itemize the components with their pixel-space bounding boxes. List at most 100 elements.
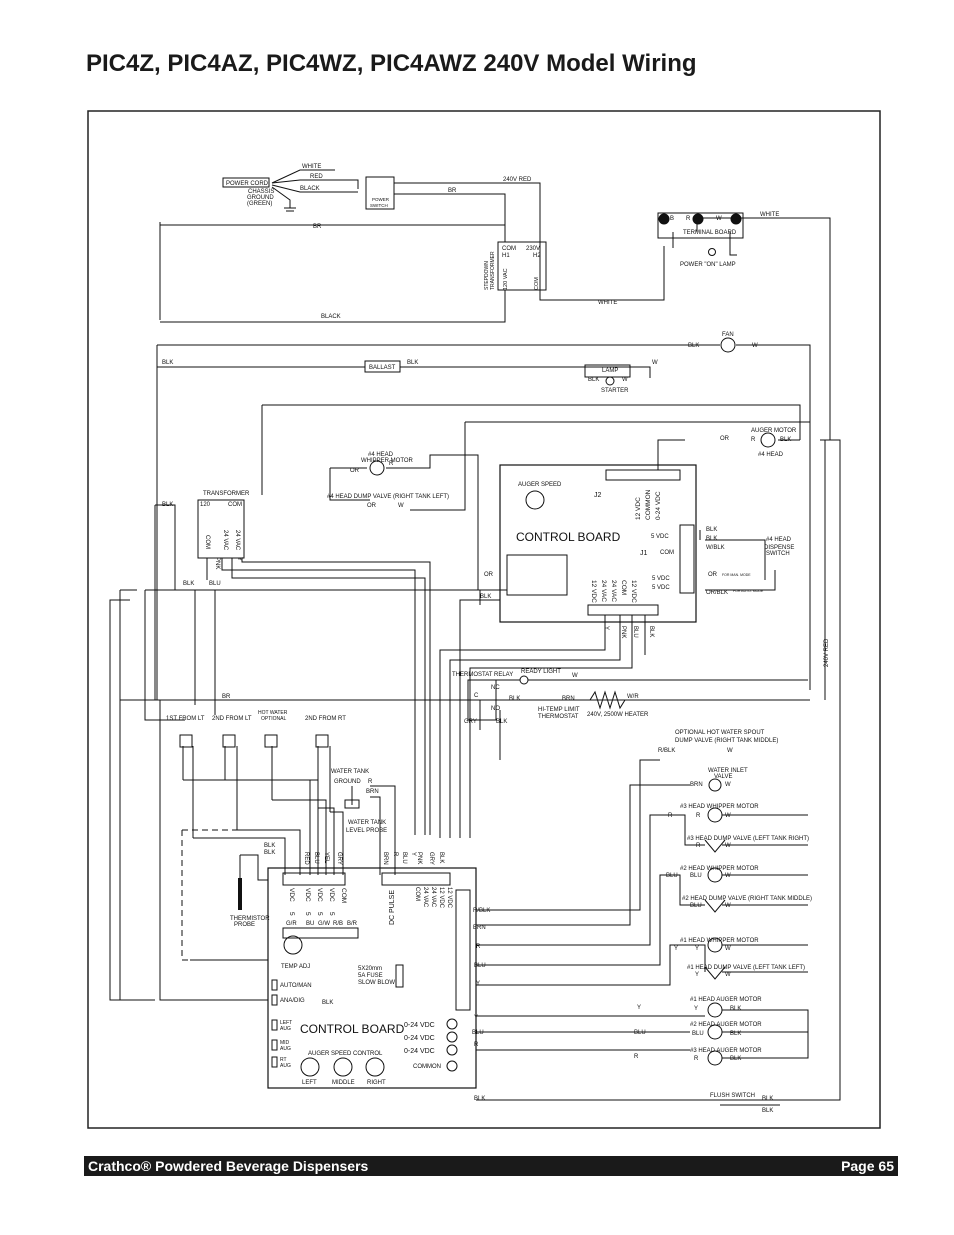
label-blu-h2w: BLU [666, 873, 678, 879]
label-blu-lo: BLU [313, 852, 319, 864]
auger-motor-4-icon [760, 432, 776, 448]
right-speed-knob [365, 1057, 385, 1077]
label-rt-aug: RT [280, 1057, 287, 1063]
label-ground: GROUND [247, 195, 274, 201]
label-w-ready: W [572, 673, 578, 679]
label-lb-bw: B/R [347, 921, 358, 927]
label-gry-lo2: GRY [428, 852, 434, 865]
label-w-lamp2: W [622, 377, 628, 383]
label-j2: J2 [594, 492, 602, 499]
label-power-cord: POWER CORD [226, 181, 269, 187]
label-blu-out: BLU [472, 1030, 484, 1036]
label-w-hs: W [727, 748, 733, 754]
label-lb-5d: 5 [328, 912, 335, 916]
label-blk-fs2: BLK [762, 1108, 773, 1114]
label-br-2: BR [313, 224, 322, 230]
page-title: PIC4Z, PIC4AZ, PIC4WZ, PIC4AWZ 240V Mode… [86, 50, 697, 77]
wires [109, 169, 841, 1106]
label-fan: FAN [722, 332, 734, 338]
lower-left-terminal [282, 872, 346, 886]
label-orblk-ds: OR/BLK [706, 590, 728, 596]
label-auger-speed: AUGER SPEED [518, 482, 562, 488]
label-lb-rb: R/B [333, 921, 343, 927]
label-blk-lamp: BLK [588, 377, 599, 383]
output-plus-2 [446, 1031, 458, 1043]
label-blk-fan: BLK [688, 343, 699, 349]
components [179, 176, 776, 1077]
label-head1-dump: #1 HEAD DUMP VALVE (LEFT TANK LEFT) [687, 965, 805, 971]
label-control-board-lower: CONTROL BOARD [300, 1022, 405, 1036]
label-240v-red-right: 240V RED [824, 638, 830, 667]
label-ground: GROUND [334, 779, 361, 785]
label-head4-ds: #4 HEAD [766, 537, 792, 543]
label-com-b: COM [620, 580, 627, 595]
whipper-2-icon [707, 867, 723, 883]
label-blk-tf: BLK [183, 581, 194, 587]
label-lb-12vdc2: 12 VDC [446, 887, 452, 909]
level-probe-box [344, 799, 360, 809]
label-lb-5b: 5 [304, 912, 311, 916]
label-no-relay: NO [491, 706, 500, 712]
j1-connector [679, 524, 695, 594]
label-water-tank-ground: WATER TANK [331, 769, 369, 775]
label-tf-com2: COM [204, 535, 210, 549]
label-wr-ht: W/R [627, 694, 639, 700]
label-head2-auger: #2 HEAD AUGER MOTOR [690, 1022, 762, 1028]
label-blk-left2: BLK [162, 502, 173, 508]
ready-light-icon [519, 675, 529, 685]
label-brn-lb: BRN [473, 925, 486, 931]
label-w-fan: W [752, 343, 758, 349]
label-nc-relay: NC [491, 685, 500, 691]
label-y-tf: Y [236, 557, 242, 561]
label-head2-whipper: #2 HEAD WHIPPER MOTOR [680, 866, 759, 872]
label-lamp: LAMP [602, 368, 618, 374]
label-tf-120: 120 [200, 502, 211, 508]
label-r-h3d: R [696, 843, 701, 849]
whipper-1-icon [707, 937, 723, 953]
label-y-out: Y [474, 1015, 478, 1021]
label-temp-adj: TEMP ADJ [281, 964, 310, 970]
label-c-relay: C [474, 693, 479, 699]
label-power-switch: POWER [372, 197, 390, 202]
label-blk-cb: BLK [480, 594, 491, 600]
label-cb-y: Y [603, 626, 609, 630]
label-head1-auger: #1 HEAD AUGER MOTOR [690, 997, 762, 1003]
label-tr-h1: H1 [502, 253, 510, 259]
label-water-inlet: WATER INLET [708, 768, 748, 774]
label-or-dump: OR [367, 503, 377, 509]
label-024vdc-3: 0-24 VDC [404, 1048, 435, 1055]
label-blk-relay: BLK [509, 696, 520, 702]
auger-1-icon [707, 1002, 723, 1018]
label-cb-pnk: PNK [620, 626, 626, 638]
label-common-lb: COMMON [413, 1064, 441, 1070]
label-2nd-from-rt: 2ND FROM RT [305, 716, 346, 722]
label-stepdown: STEPDOWN [484, 261, 490, 290]
label-head1-whipper: #1 HEAD WHIPPER MOTOR [680, 938, 759, 944]
label-r-h3w2: R [696, 813, 701, 819]
label-lb-bu: BU [306, 921, 314, 927]
label-lb-24vac2: 24 VAC [430, 887, 436, 908]
label-24vac-b: 24 VAC [600, 580, 607, 602]
label-rt-aug2: AUG [280, 1063, 291, 1069]
connector-2nd-rt [315, 734, 329, 748]
label-tr-com: COM [502, 246, 516, 252]
output-minus [446, 1060, 458, 1072]
label-tb-r: R [686, 216, 691, 222]
label-lb-12vdc: 12 VDC [438, 887, 444, 909]
dump-valve-3-icon [704, 839, 726, 853]
label-left-aug: LEFT [280, 1020, 292, 1026]
power-on-lamp-icon [708, 248, 716, 256]
label-blk-lo2: BLK [264, 850, 275, 856]
label-lb-vdc3: VDC [316, 888, 323, 902]
label-brn-wtg: BRN [366, 789, 379, 795]
label-com-a: COM [660, 550, 674, 556]
label-ballast: BALLAST [369, 365, 396, 371]
label-r-h3w: R [668, 813, 673, 819]
label-tb-w: W [716, 216, 722, 222]
label-lb-gw: G/W [318, 921, 330, 927]
label-left-aug2: AUG [280, 1026, 291, 1032]
label-rblk-hs: R/BLK [658, 748, 675, 754]
footer-publication-title: Crathco® Powdered Beverage Dispensers [88, 1158, 369, 1174]
label-head2-dump: #2 HEAD DUMP VALVE (RIGHT TANK MIDDLE) [682, 896, 812, 902]
